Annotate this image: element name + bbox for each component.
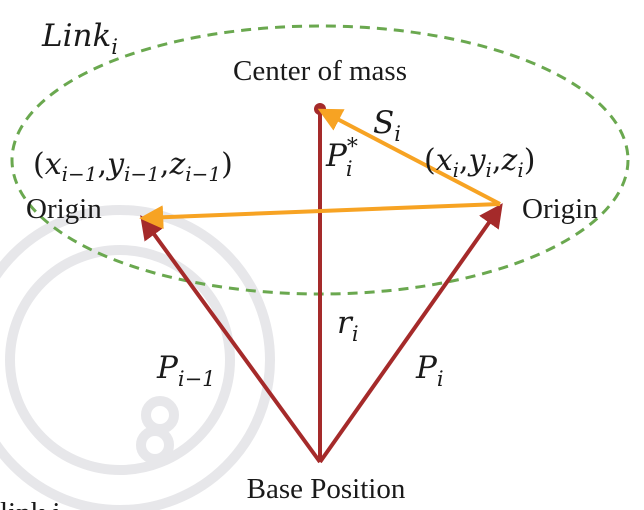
vector-p-i-label: Pi xyxy=(415,350,444,391)
center-of-mass-label: Center of mass xyxy=(233,55,407,87)
vector-r-i-label: ri xyxy=(337,305,359,346)
base-position-label: Base Position xyxy=(247,473,406,505)
watermark xyxy=(0,205,275,510)
partial-bottom-text: link i xyxy=(0,497,60,510)
link-title: Linki xyxy=(41,18,118,59)
vector-p-star-i-label: P*i xyxy=(325,135,358,181)
origin-left-label: Origin xyxy=(26,193,102,225)
left-origin-coordinates: (xi−1,yi−1,zi−1) xyxy=(33,147,233,186)
vector-p-i-minus-1-label: Pi−1 xyxy=(156,350,216,391)
vector-link-axis-arrow xyxy=(139,202,501,230)
vector-s-i-arrow xyxy=(317,108,501,206)
origin-right-label: Origin xyxy=(522,193,598,225)
vector-p-i-minus-1-arrow xyxy=(140,215,322,464)
vector-p-i-arrow xyxy=(318,203,503,464)
right-origin-coordinates: (xi,yi,zi) xyxy=(424,143,535,182)
vector-s-i-label: Si xyxy=(373,105,401,146)
